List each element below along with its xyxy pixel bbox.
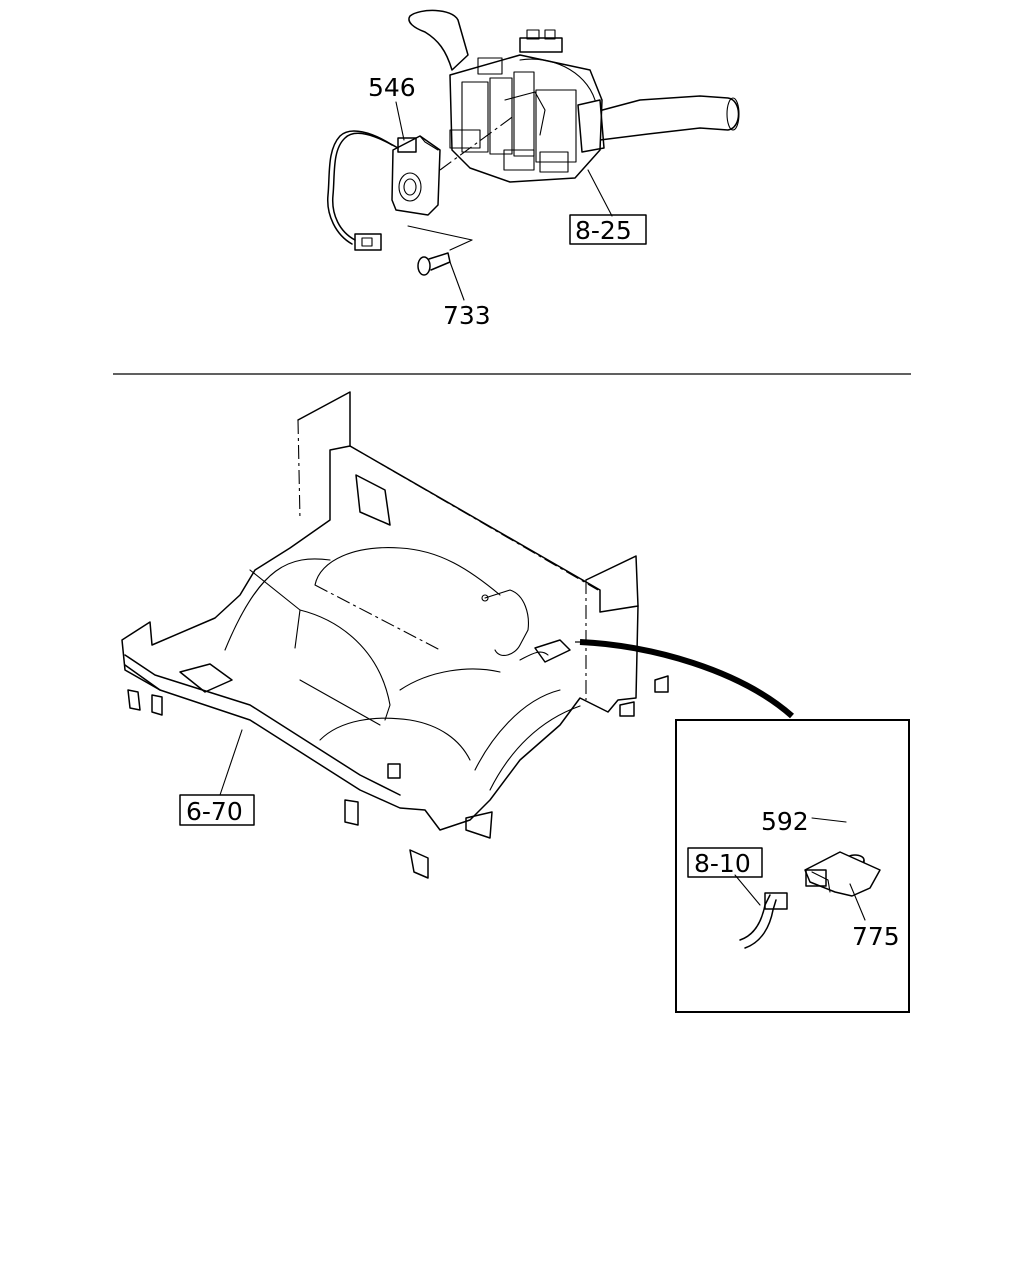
angle-sensor-546: [327, 101, 441, 251]
callout-733: 733: [443, 301, 491, 330]
callout-6-70: 6-70: [186, 797, 243, 826]
callout-8-25: 8-25: [575, 216, 632, 245]
callout-546: 546: [368, 73, 416, 102]
ref-box-8-10: 8-10: [687, 847, 763, 878]
ref-box-6-70: 6-70: [179, 794, 255, 826]
detail-box: [675, 719, 910, 1013]
ref-box-8-25: 8-25: [569, 214, 647, 245]
callout-592: 592: [761, 807, 809, 836]
detail-leader: [579, 639, 794, 719]
bolt-733: [407, 225, 473, 301]
combination-switch-assembly: [408, 9, 740, 217]
callout-775: 775: [852, 922, 900, 951]
callout-8-10: 8-10: [694, 849, 751, 878]
floor-panel-assembly: [121, 391, 669, 879]
